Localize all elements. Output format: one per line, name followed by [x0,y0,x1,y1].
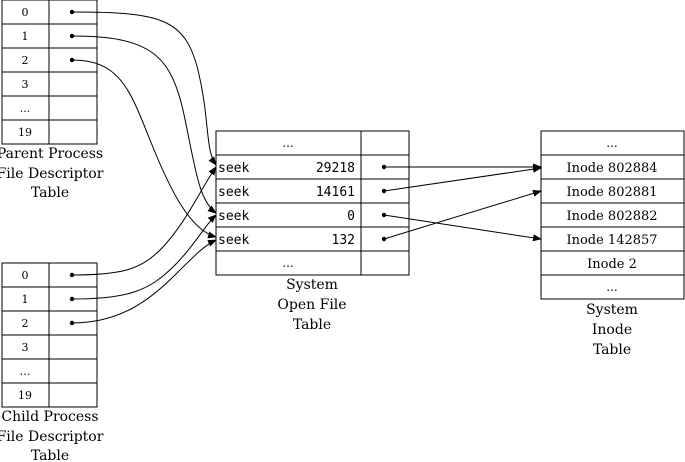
child-fd-number: 2 [22,317,29,330]
open-file-entry-offset: 0 [347,209,355,224]
child-fd-row: 3 [1,334,98,360]
parent-fd-pointer-cell [48,119,98,145]
open-file-caption-line: Table [293,317,331,333]
child-fd-number-cell [1,310,50,336]
open-file-entry-label: seek [218,233,249,248]
open-file-bottom-ellipsis: ... [282,256,293,270]
open-file-top-pointer-cell [360,130,410,156]
parent-fd-row: ... [1,95,98,121]
child-fd-number: 19 [18,389,32,402]
open-file-top-ellipsis: ... [282,136,293,150]
child-fd-number: ... [20,365,31,378]
open-file-to-inode-arrows [383,163,542,242]
open-file-caption-line: System [286,277,338,293]
inode-top-cell [540,130,685,156]
parent-fd-number-cell [1,119,50,145]
inode-bottom-ellipsis: ... [606,280,617,294]
arrow-child-fd-2-to-open-file-3 [71,239,217,324]
inode-entry [540,154,685,180]
parent-fd-pointer-cell [48,71,98,97]
inode-caption-line: Inode [592,322,632,338]
child-fd-row: ... [1,358,98,384]
inode-entry-label: Inode 2 [587,257,637,272]
open-file-entry-offset: 14161 [316,185,355,200]
parent-fd-row: 19 [1,119,98,145]
parent-fd-pointer-cell [48,95,98,121]
parent-fd-table: 0 1 2 3 ... 19 Parent Process File De [0,0,104,201]
child-caption-line: Child Process [1,409,98,425]
open-file-entry: seek 0 [215,202,410,228]
inode-entry [540,178,685,204]
child-fd-number-cell [1,382,50,408]
arrow-parent-fd-1-to-open-file-2 [71,35,217,214]
child-fd-pointer-cell [48,334,98,360]
arrow-open-file-1-to-inode-0 [383,165,542,192]
child-fd-table: 0 1 2 3 ... 19 Child Process File Des [0,262,104,462]
arrow-open-file-3-to-inode-1 [383,189,542,240]
inode-entry [540,226,685,252]
child-caption-line: Table [31,448,69,462]
open-file-entry-label: seek [218,185,249,200]
open-file-entry: seek 29218 [215,154,410,180]
open-file-entry-cell [215,226,362,252]
inode-entry-label: Inode 802884 [566,161,657,176]
parent-caption-line: File Descriptor [0,166,104,182]
parent-fd-number-cell [1,0,50,25]
child-fd-number: 1 [22,293,29,306]
child-fd-row: 19 [1,382,98,408]
child-fd-pointer-cell [48,358,98,384]
inode-entry [540,202,685,228]
child-fd-number: 0 [22,269,29,282]
open-file-top-cell [215,130,362,156]
child-fd-number-cell [1,262,50,288]
inode-entry-label: Inode 802882 [566,209,657,224]
arrow-parent-fd-2-to-open-file-3 [71,59,217,239]
inode-caption-line: Table [593,342,631,358]
fd-to-open-file-arrows [71,11,217,324]
inode-entry-label: Inode 142857 [566,233,657,248]
parent-fd-number: 3 [22,78,29,91]
inode-table: ... Inode 802884 Inode 802881 Inode 8028… [540,130,685,358]
open-file-entry-label: seek [218,209,249,224]
parent-caption-line: Parent Process [0,146,103,162]
open-file-entry: seek 14161 [215,178,410,204]
child-fd-row: 2 [1,310,98,336]
open-file-entry: seek 132 [215,226,410,252]
open-file-entry-label: seek [218,161,249,176]
parent-fd-number-cell [1,95,50,121]
arrow-child-fd-1-to-open-file-2 [71,214,217,300]
open-file-entry-cell [215,202,362,228]
parent-caption-line: Table [31,185,69,201]
open-file-caption-line: Open File [277,297,346,313]
inode-entry [540,250,685,276]
parent-fd-row: 2 [1,47,98,73]
parent-fd-number: 2 [22,54,29,67]
open-file-bottom-pointer-cell [360,250,410,276]
parent-fd-number: ... [20,102,31,115]
open-file-table: ... seek 29218 seek 14161 seek 0 seek 13… [215,130,410,333]
child-caption-line: File Descriptor [0,429,104,445]
inode-entry-label: Inode 802881 [566,185,657,200]
inode-caption-line: System [586,302,638,318]
open-file-entry-offset: 132 [332,233,355,248]
parent-fd-number: 1 [22,30,29,43]
open-file-entry-offset: 29218 [316,161,355,176]
arrow-open-file-2-to-inode-3 [383,214,542,242]
inode-top-ellipsis: ... [606,136,617,150]
child-fd-number: 3 [22,341,29,354]
child-fd-pointer-cell [48,382,98,408]
parent-fd-row: 3 [1,71,98,97]
arrow-parent-fd-0-to-open-file-0 [71,11,217,166]
open-file-bottom-cell [215,250,362,276]
arrow-child-fd-0-to-open-file-0 [71,166,217,276]
inode-bottom-cell [540,274,685,300]
parent-fd-number: 19 [18,126,32,139]
parent-fd-number: 0 [22,6,29,19]
